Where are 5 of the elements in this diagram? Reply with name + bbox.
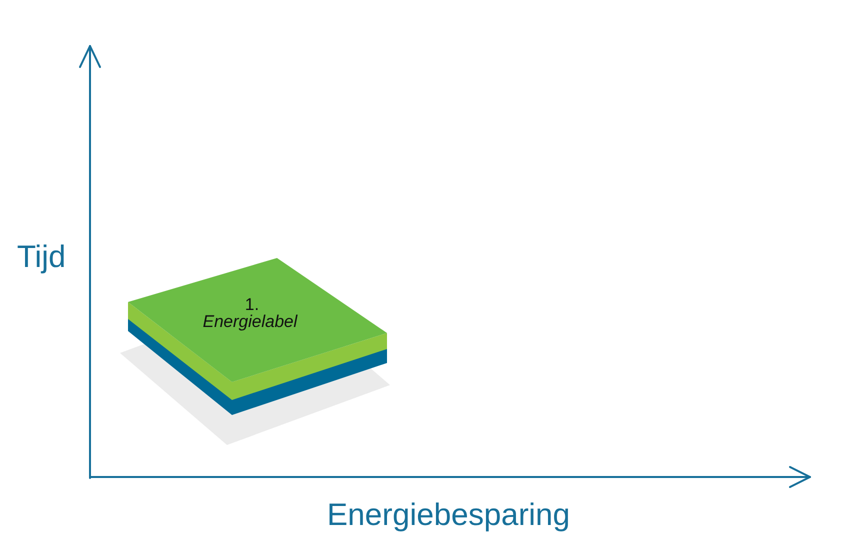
block-label: Energielabel <box>202 312 298 331</box>
layered-block <box>128 258 388 416</box>
axis-label: Tijd <box>17 239 66 275</box>
step-number: 1. <box>244 295 260 314</box>
axis-label: Energiebesparing <box>327 497 570 533</box>
